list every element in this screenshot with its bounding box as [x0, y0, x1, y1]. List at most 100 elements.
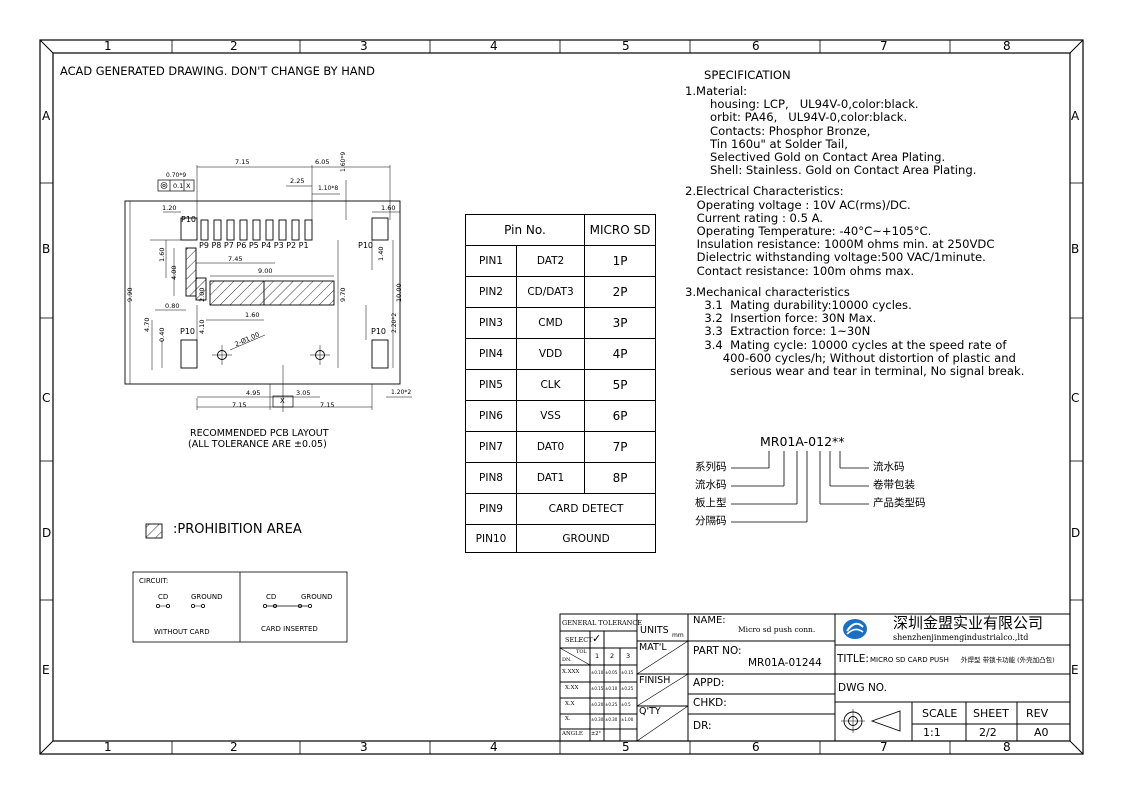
dim-label: 1.20	[162, 204, 177, 212]
tb-tol-col: 3	[626, 652, 631, 660]
tb-tol-cell: ±0.30	[605, 717, 618, 722]
dim-label: 2.25	[290, 177, 305, 185]
row-label-right-c: C	[1071, 391, 1080, 405]
signal-cell: DAT2	[516, 245, 585, 277]
pcb-caption-tolerance: (ALL TOLERANCE ARE ±0.05)	[188, 439, 327, 450]
spec-line: Operating voltage : 10V AC(rms)/DC.	[693, 197, 911, 212]
title-block	[559, 613, 1071, 742]
dim-label: 9.70	[339, 287, 347, 302]
circuit-card-inserted: CARD INSERTED	[261, 625, 318, 633]
tb-matl: MAT'L	[639, 642, 667, 653]
pos-cell: 2P	[584, 276, 656, 308]
dim-label: 1.10*8	[318, 185, 339, 192]
pin-pads	[200, 219, 313, 241]
col-label-top-7: 7	[880, 39, 888, 53]
pin-cell: PIN6	[465, 400, 517, 432]
dim-label: 1.60*9	[340, 151, 347, 172]
tb-name-label: NAME:	[693, 615, 726, 626]
spec-line: 1.Material:	[685, 84, 748, 98]
spec-line: 3.4 Mating cycle: 10000 cycles at the sp…	[697, 337, 1007, 352]
row-label-left-a: A	[42, 109, 51, 123]
signal-cell: VDD	[516, 338, 585, 370]
pcb-p10-bl: P10	[180, 327, 196, 336]
pos-cell: 1P	[584, 245, 656, 277]
pin-cell: PIN8	[465, 462, 517, 494]
part-code: MR01A-012**	[760, 434, 845, 449]
tb-rev-label: REV	[1026, 707, 1049, 720]
tb-tol-cell: ±0.25	[621, 686, 634, 691]
tb-tol-cell: ±0.10	[591, 670, 604, 675]
part-code-label-right: 卷带包装	[873, 479, 915, 491]
signal-cell-merged: GROUND	[516, 524, 656, 553]
pcb-layout	[124, 165, 412, 412]
dim-label: 0.40	[158, 327, 166, 342]
part-code-label-left: 板上型	[695, 497, 727, 509]
spec-line: Shell: Stainless. Gold on Contact Area P…	[699, 163, 977, 178]
tb-select: SELECT	[565, 636, 593, 644]
pos-cell: 7P	[584, 431, 656, 463]
spec-line: Contact resistance: 100m ohms max.	[693, 263, 915, 278]
spec-title: SPECIFICATION	[704, 68, 791, 82]
spec-line: 400-600 cycles/h; Without distortion of …	[697, 350, 1016, 365]
col-label-bottom-3: 3	[360, 740, 368, 754]
dim-label: X	[280, 397, 285, 405]
tb-tol-cell: ±0.05	[605, 670, 618, 675]
tb-units-mm: mm	[672, 632, 684, 639]
prohibition-legend-label: :PROHIBITION AREA	[173, 522, 302, 537]
signal-cell: DAT0	[516, 431, 585, 463]
dim-label: 1.40	[377, 246, 385, 261]
spec-line: Current rating : 0.5 A.	[693, 210, 824, 225]
tb-sheet-value: 2/2	[979, 726, 997, 739]
header-note: ACAD GENERATED DRAWING. DON'T CHANGE BY …	[60, 64, 375, 78]
tb-check-icon: ✓	[592, 632, 602, 645]
pin-cell: PIN2	[465, 276, 517, 308]
tb-company-en: shenzhenjinmengindustrialco.,ltd	[893, 633, 1029, 642]
row-label-right-b: B	[1071, 242, 1080, 256]
pin-cell: PIN1	[465, 245, 517, 277]
tb-finish: FINISH	[639, 675, 671, 686]
dim-label: 4.95	[246, 389, 261, 397]
pin-cell: PIN10	[465, 524, 517, 553]
dim-label: 4.10	[198, 319, 206, 334]
tb-appd: APPD:	[693, 677, 725, 689]
tb-tol-cell: ±0.25	[605, 702, 618, 707]
signal-cell: CLK	[516, 369, 585, 401]
dim-label: 1.60	[245, 311, 260, 319]
dim-label: 9.90	[126, 287, 134, 302]
tb-row-label: X.XXX	[562, 669, 580, 675]
dim-label: 7.15	[232, 401, 247, 409]
pin-cell: PIN3	[465, 307, 517, 339]
circuit-cd-inserted: CD	[266, 593, 277, 601]
col-label-top-8: 8	[1003, 39, 1011, 53]
row-label-right-a: A	[1071, 109, 1080, 123]
row-label-right-d: D	[1071, 526, 1081, 540]
spec-line: serious wear and tear in terminal, No si…	[697, 364, 1025, 379]
tb-tol-cell: ±0.5	[621, 702, 631, 707]
pos-cell: 4P	[584, 338, 656, 370]
part-code-label-right: 产品类型码	[873, 497, 926, 509]
tb-dr: DR:	[693, 720, 712, 732]
spec-line: Tin 160u" at Solder Tail,	[699, 136, 848, 151]
tb-row-label: ANGLE	[562, 731, 583, 737]
spec-line: 3.2 Insertion force: 30N Max.	[697, 311, 877, 326]
tb-tol-cell: ±0.10	[605, 686, 618, 691]
col-label-top-5: 5	[622, 39, 630, 53]
tb-dwg-no: DWG NO.	[838, 682, 887, 694]
tb-tol-cell: ±0.15	[621, 670, 634, 675]
pcb-outline	[124, 200, 401, 385]
row-label-left-e: E	[42, 663, 50, 677]
tb-row-label: X.XX	[565, 685, 579, 691]
part-code-label-left: 系列码	[695, 461, 727, 473]
tb-tol-cell: ±0.30	[591, 717, 604, 722]
tb-chkd: CHKD:	[693, 697, 727, 709]
spec-line: housing: LCP, UL94V-0,color:black.	[699, 97, 919, 112]
tb-scale-value: 1:1	[923, 726, 941, 739]
pos-cell: 3P	[584, 307, 656, 339]
prohibition-area-main	[209, 280, 335, 306]
pos-cell: 8P	[584, 462, 656, 494]
tb-tol-cell: ±0.15	[591, 686, 604, 691]
circuit-ground-without: GROUND	[191, 593, 223, 601]
